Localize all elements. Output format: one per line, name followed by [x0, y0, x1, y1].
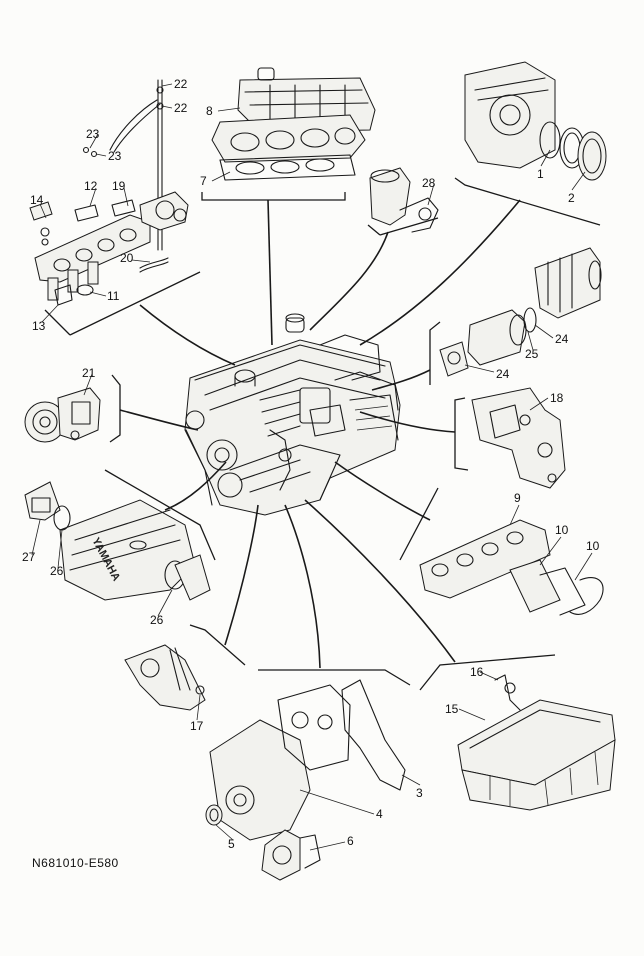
part-label-10a: 10 — [555, 523, 569, 537]
leader-intake — [164, 461, 227, 511]
bracket-18 — [454, 397, 469, 471]
part-label-22b: 22 — [174, 101, 188, 115]
part-label-25: 25 — [525, 347, 539, 361]
leader-pump — [119, 409, 199, 431]
part-label-13: 13 — [32, 319, 46, 333]
bracket-cooler — [429, 321, 441, 385]
leader-18 — [359, 411, 456, 433]
part-label-24a: 24 — [555, 332, 569, 346]
bracket-front-cover — [258, 669, 411, 686]
bracket-part-18 — [471, 387, 566, 489]
exhaust-manifold-group — [29, 79, 189, 306]
bracket-pump — [109, 374, 121, 443]
part-label-7: 7 — [200, 174, 207, 188]
part-label-16: 16 — [470, 665, 484, 679]
bracket-flywheel — [454, 177, 601, 226]
part-label-9: 9 — [514, 491, 521, 505]
part-label-1: 1 — [537, 167, 544, 181]
oil-pan-group — [457, 674, 616, 811]
diagram-reference-code: N681010-E580 — [32, 856, 119, 870]
engine-block-assembly — [184, 313, 401, 516]
front-cover-group — [205, 679, 406, 881]
part-label-22a: 22 — [174, 77, 188, 91]
bracket-oil-pan — [419, 654, 556, 691]
part-label-19: 19 — [112, 179, 126, 193]
part-label-26a: 26 — [50, 564, 64, 578]
flywheel-housing-group — [464, 61, 607, 181]
part-label-5: 5 — [228, 837, 235, 851]
part-label-27: 27 — [22, 550, 36, 564]
part-label-28: 28 — [422, 176, 436, 190]
part-label-4: 4 — [376, 807, 383, 821]
exhaust-manifold-right-group — [419, 519, 604, 616]
bracket-exhaust-right — [399, 487, 439, 561]
leader-head-cover — [267, 199, 273, 346]
leader-cooler — [371, 369, 431, 391]
part-label-11: 11 — [107, 289, 120, 303]
leader-17 — [224, 504, 259, 646]
part-label-26b: 26 — [150, 613, 164, 627]
part-label-17: 17 — [190, 719, 204, 733]
label-pointers — [31, 83, 593, 851]
leader-28 — [309, 231, 389, 331]
head-cover-group — [211, 67, 376, 181]
leader-exhaust-right — [334, 461, 431, 521]
bracket-head-cover — [201, 192, 346, 201]
part-label-21: 21 — [82, 366, 96, 380]
leader-oil-pan — [304, 499, 456, 663]
part-label-14: 14 — [30, 193, 44, 207]
part-label-10b: 10 — [586, 539, 600, 553]
part-label-20: 20 — [120, 251, 134, 265]
bracket-17 — [189, 624, 246, 666]
bracket-28 — [367, 217, 439, 236]
part-label-6: 6 — [347, 834, 354, 848]
leader-exhaust — [139, 304, 236, 366]
elbow-part-28 — [369, 167, 439, 233]
water-pump-group — [24, 387, 101, 443]
bracket-intake — [104, 469, 216, 561]
cooler-group — [439, 247, 602, 377]
part-label-24b: 24 — [496, 367, 510, 381]
part-label-23b: 23 — [108, 149, 122, 163]
part-label-12: 12 — [84, 179, 98, 193]
part-label-8: 8 — [206, 104, 213, 118]
leader-front-cover — [284, 504, 321, 669]
part-label-18: 18 — [550, 391, 564, 405]
part-label-15: 15 — [445, 702, 459, 716]
part-label-3: 3 — [416, 786, 423, 800]
cover-part-17 — [124, 644, 206, 711]
intake-manifold-group — [24, 481, 211, 601]
part-label-2: 2 — [568, 191, 575, 205]
leader-flywheel — [359, 199, 521, 346]
